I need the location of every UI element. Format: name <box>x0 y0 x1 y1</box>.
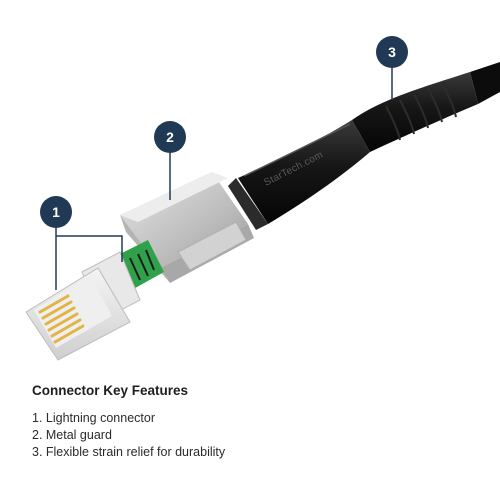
callout-marker-3: 3 <box>376 36 408 68</box>
svg-text:1: 1 <box>52 204 60 220</box>
callout-marker-1: 1 <box>40 196 72 228</box>
callout-leader-lines <box>55 68 393 290</box>
callout-marker-2: 2 <box>154 121 186 153</box>
cable-illustration: StarTech.com <box>25 36 500 361</box>
features-section: Connector Key Features 1. Lightning conn… <box>32 383 472 461</box>
feature-item: 2. Metal guard <box>32 428 112 442</box>
lightning-connector <box>25 251 141 361</box>
leader-line-1b <box>56 235 123 262</box>
svg-text:2: 2 <box>166 129 174 145</box>
feature-item: 1. Lightning connector <box>32 411 156 425</box>
feature-item: 3. Flexible strain relief for durability <box>32 445 226 459</box>
strain-relief-cable: StarTech.com <box>228 62 500 230</box>
svg-text:3: 3 <box>388 44 396 60</box>
features-heading: Connector Key Features <box>32 383 189 398</box>
features-list: 1. Lightning connector 2. Metal guard 3.… <box>32 410 472 461</box>
